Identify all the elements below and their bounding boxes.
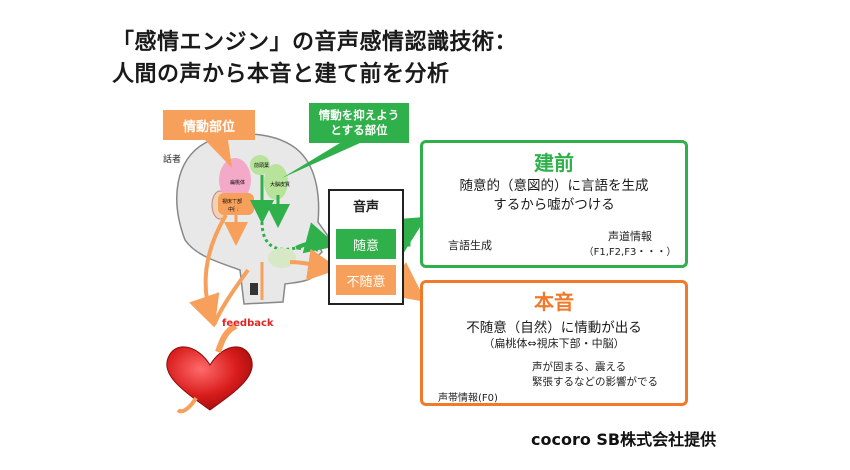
credit-text: cocoro SB株式会社提供: [531, 430, 717, 449]
heart-vessel: [215, 323, 238, 353]
title-line-2: 人間の声から本音と建て前を分析: [112, 62, 450, 87]
feedback-label: feedback: [222, 318, 274, 329]
emotion-effect-text: 声が固まる、震える 緊張するなどの影響がでる: [532, 360, 682, 390]
larynx: [250, 283, 258, 295]
brain-green: [250, 155, 270, 175]
brain-label-hypothalamus: 視床下部: [222, 198, 242, 205]
suppress-region-callout: 情動を抑えよう とする部位: [309, 103, 409, 143]
green-callout-pointer: [282, 143, 360, 178]
involuntary-block: 不随意: [336, 265, 396, 295]
tatemae-description: 随意的（意図的）に言語を生成 するから嘘がつける: [420, 177, 688, 215]
honne-heading: 本音: [534, 290, 574, 314]
vocal-tract-formants: （F1,F2,F3・・・）: [583, 247, 677, 258]
tatemae-box: [420, 140, 688, 268]
effect-line1: 声が固まる、震える: [532, 361, 627, 373]
tatemae-desc-line1: 随意的（意図的）に言語を生成: [459, 178, 649, 194]
honne-subtext: （扁桃体⇔視床下部・中脳）: [483, 337, 625, 350]
brain-pink: [219, 158, 251, 202]
tatemae-desc-line2: するから嘘がつける: [493, 197, 615, 213]
brain-label-amygdala: 扁桃体: [230, 179, 245, 186]
feedback-arrow-1: [189, 213, 228, 328]
suppress-region-line1: 情動を抑えよう: [318, 108, 400, 122]
brain-green-2: [264, 164, 288, 200]
orange-callout-pointer: [205, 140, 232, 168]
honne-box: [420, 280, 688, 406]
heart-vessel-2: [176, 396, 198, 414]
suppress-region-line2: とする部位: [330, 123, 388, 137]
brain-label-cortex: 前頭葉: [254, 162, 269, 169]
title-line-1: 「感情エンジン」の音声感情認識技術：: [112, 30, 518, 55]
tatemae-heading: 建前: [534, 151, 574, 175]
brain-label-cortex2: 大脳皮質: [270, 181, 290, 188]
brain-label-midbrain: 中脳: [228, 206, 238, 213]
effect-line2: 緊張するなどの影響がでる: [532, 376, 658, 388]
feedback-arrow-2: [212, 268, 250, 326]
green-arrow-tract: [295, 222, 338, 254]
voice-title: 音声: [352, 200, 379, 215]
heart-shape: [166, 346, 253, 411]
voluntary-block: 随意: [336, 229, 396, 259]
emotion-region-callout: 情動部位: [163, 110, 255, 140]
language-generation-label: 言語生成: [448, 239, 492, 252]
throat-shape: [268, 248, 296, 268]
honne-description: 不随意（自然）に情動が出る: [466, 320, 642, 336]
vocal-cord-label: 声帯情報(F0): [438, 393, 498, 404]
vocal-tract-label: 声道情報: [608, 230, 652, 243]
vocal-tract-path: [260, 221, 319, 252]
speaker-label: 話者: [163, 155, 182, 165]
